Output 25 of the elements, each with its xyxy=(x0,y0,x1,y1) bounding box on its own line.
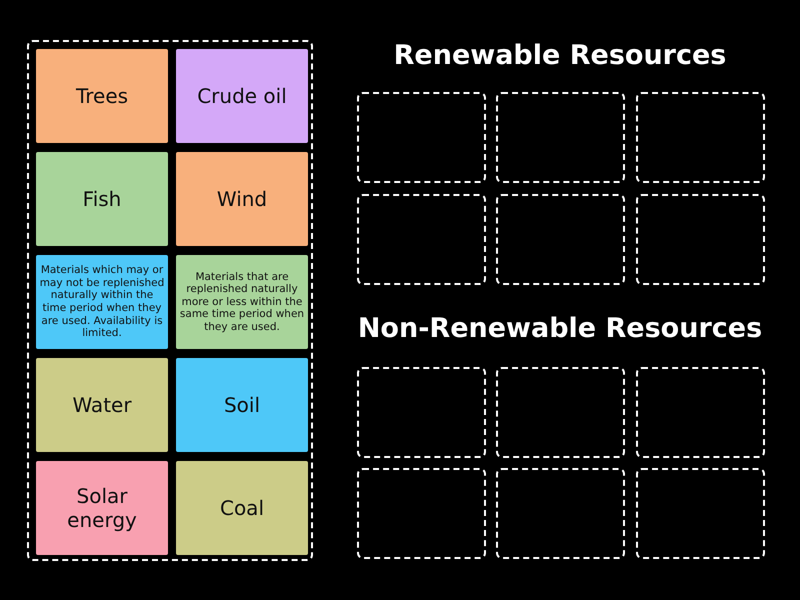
drop-zone-dashed-box xyxy=(636,194,765,285)
drop-zone-dashed-box xyxy=(357,367,486,458)
drop-zone-dashed-box xyxy=(357,92,486,183)
word-card: Materials that are replenished naturally more or less within the same time period when they are used. xyxy=(176,255,308,349)
drop-zone-dashed-box xyxy=(496,468,625,559)
word-card: Solar energy xyxy=(36,461,168,555)
drop-zone-dashed-box xyxy=(357,468,486,559)
drop-zone-dashed-box xyxy=(636,367,765,458)
section-heading: Non-Renewable Resources xyxy=(358,313,762,344)
drop-zone-dashed-box xyxy=(496,92,625,183)
word-card: Trees xyxy=(36,49,168,143)
word-card: Materials which may or may not be replenished naturally within the time period when they are used. Availability is limited. xyxy=(36,255,168,349)
word-card: Crude oil xyxy=(176,49,308,143)
word-card: Soil xyxy=(176,358,308,452)
drop-zone-dashed-box xyxy=(636,92,765,183)
word-card: Coal xyxy=(176,461,308,555)
dashed-card-panel xyxy=(27,40,313,561)
word-card: Water xyxy=(36,358,168,452)
word-card: Fish xyxy=(36,152,168,246)
section-heading: Renewable Resources xyxy=(394,40,726,71)
word-card: Wind xyxy=(176,152,308,246)
drop-zone-dashed-box xyxy=(357,194,486,285)
drop-zone-dashed-box xyxy=(496,194,625,285)
drop-zone-dashed-box xyxy=(496,367,625,458)
drop-zone-dashed-box xyxy=(636,468,765,559)
